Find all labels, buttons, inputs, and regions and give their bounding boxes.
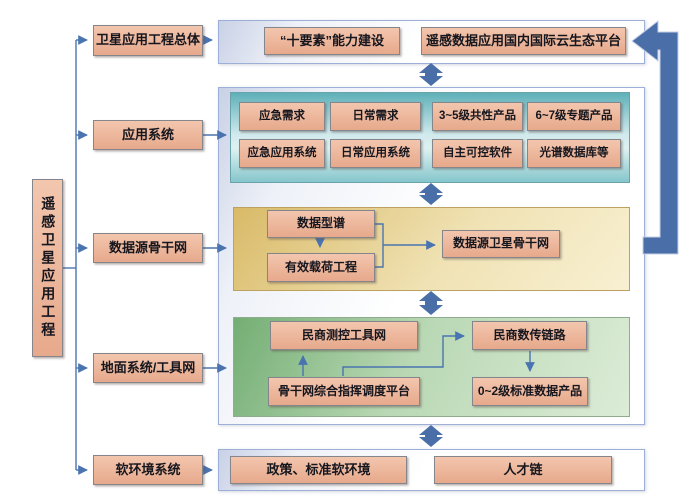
branch-node-datasource-backbone: 数据源骨干网 [93,233,203,263]
node-ten-elements-capability: “十要素”能力建设 [264,27,400,55]
node-datasource-satellite-backbone: 数据源卫星骨干网 [442,230,560,258]
node-daily-demand: 日常需求 [330,102,421,131]
branch-node-ground-system: 地面系统/工具网 [93,353,203,383]
node-payload-engineering: 有效载荷工程 [267,253,375,282]
branch-node-soft-environment: 软环境系统 [93,455,203,485]
node-backbone-dispatch-platform: 骨干网综合指挥调度平台 [268,377,420,406]
node-emergency-demand: 应急需求 [239,102,325,131]
node-civil-tracking-tool-net: 民商测控工具网 [270,321,418,350]
branch-node-application-system: 应用系统 [93,120,203,150]
node-autonomous-software: 自主可控软件 [432,139,523,168]
node-data-spectrum: 数据型谱 [267,210,375,238]
node-talent-chain: 人才链 [434,456,612,484]
root-node-project: 遥感卫星应用工程 [32,179,63,357]
sync-arrow-1 [419,63,443,86]
node-level67-thematic-products: 6~7级专题产品 [527,102,621,131]
node-cloud-ecosystem-platform: 遥感数据应用国内国际云生态平台 [421,27,626,55]
node-level35-common-products: 3~5级共性产品 [432,102,523,131]
node-spectral-database: 光谱数据库等 [527,139,621,168]
node-civil-data-transmission-link: 民商数传链路 [472,321,587,350]
node-policy-standard-softenv: 政策、标准软环境 [230,456,407,484]
node-daily-application-system: 日常应用系统 [330,139,421,168]
branch-node-satellite-overall: 卫星应用工程总体 [93,25,203,56]
sync-arrow-4 [419,425,443,447]
node-emergency-application-system: 应急应用系统 [239,139,325,168]
node-level02-standard-products: 0~2级标准数据产品 [472,377,588,406]
